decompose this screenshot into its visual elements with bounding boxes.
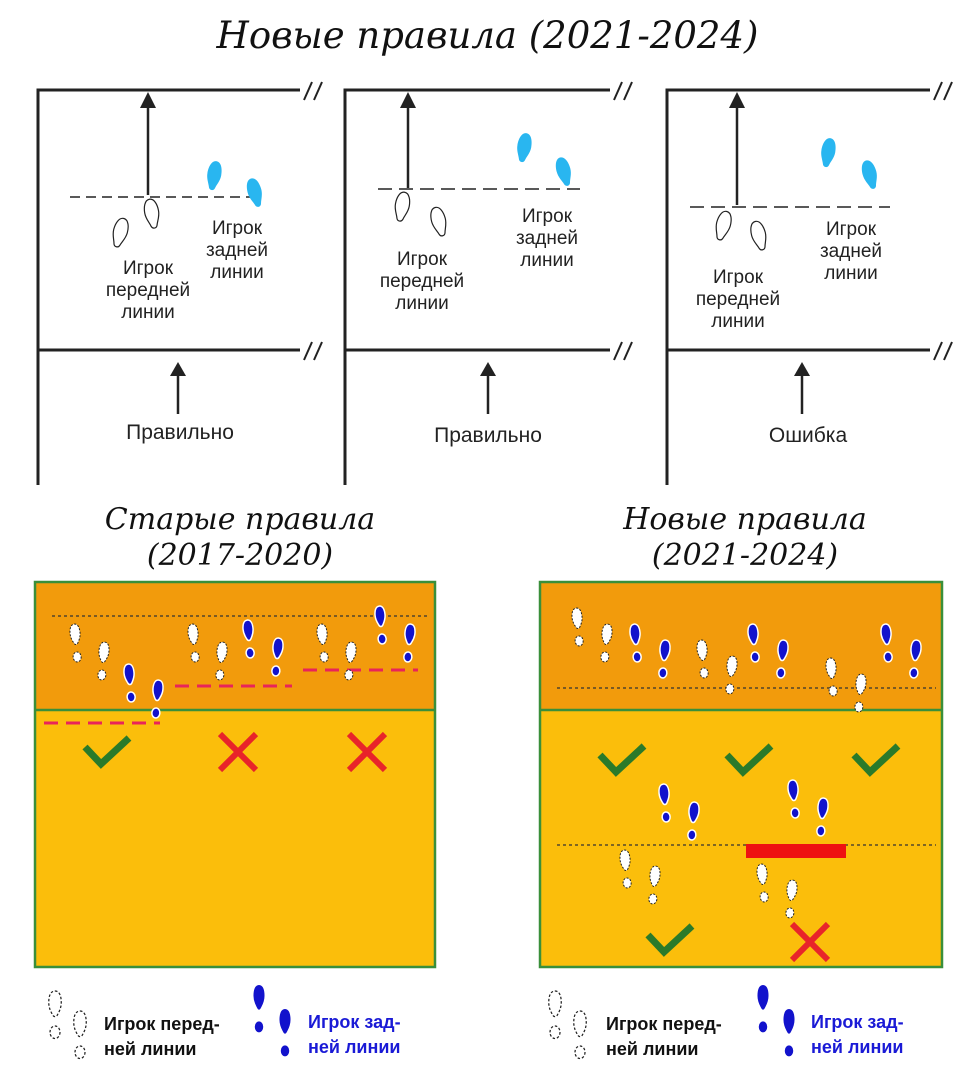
legend-left-front-label: Игрок перед- ней линии — [104, 1014, 220, 1059]
top-panel-3-back-label: Игрок задней линии — [819, 219, 883, 284]
new-back-zone — [540, 710, 942, 967]
main-title: Новые правила (2021-2024) — [216, 14, 759, 57]
top-panel-1-back-label: Игрок задней линии — [205, 218, 269, 283]
top-panel-1 — [36, 81, 323, 485]
top-panel-2 — [343, 81, 633, 485]
top-panel-2-back-label: Игрок задней линии — [515, 206, 579, 271]
top-panel-3-front-player — [711, 209, 771, 253]
top-panel-2-front-label: Игрок передней линии — [379, 249, 465, 314]
top-panel-1-front-player — [108, 197, 162, 250]
top-panel-1-front-label: Игрок передней линии — [105, 258, 191, 323]
new-rules-title: Новые правила (2021-2024) — [623, 502, 867, 573]
new-rules-court — [538, 580, 944, 969]
new-front-zone — [540, 582, 942, 710]
top-panel-3-front-label: Игрок передней линии — [695, 267, 781, 332]
old-front-zone — [35, 582, 435, 710]
top-panel-2-back-player — [514, 132, 575, 188]
top-panel-3-verdict: Ошибка — [768, 424, 848, 447]
new-red-bar — [746, 844, 846, 858]
legend-right-back-label: Игрок зад- ней линии — [811, 1012, 904, 1057]
top-panel-3 — [665, 81, 953, 485]
legend-left-back-label: Игрок зад- ней линии — [308, 1012, 401, 1057]
top-panel-3-back-player — [818, 137, 881, 191]
old-rules-title: Старые правила (2017-2020) — [104, 502, 376, 573]
top-panel-1-back-player — [204, 160, 266, 209]
old-rules-court — [33, 580, 437, 969]
top-panel-2-front-player — [392, 190, 451, 239]
top-panel-2-verdict: Правильно — [434, 424, 542, 447]
top-panel-1-verdict: Правильно — [126, 421, 234, 444]
legend-right-front-label: Игрок перед- ней линии — [606, 1014, 722, 1059]
